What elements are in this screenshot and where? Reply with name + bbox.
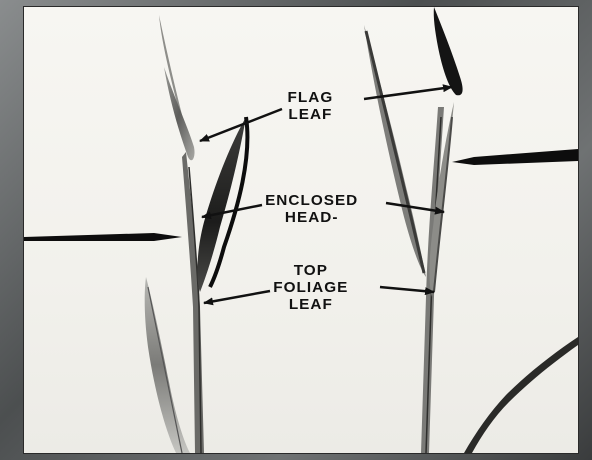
top-foliage-leaf-label-line1: TOP — [273, 262, 348, 279]
right-needle-pointer — [452, 149, 578, 165]
grass-stems-photo: FLAG LEAF ENCLOSED HEAD- TOP FOLIAGE LEA… — [24, 7, 578, 453]
right-crossing-stem — [464, 337, 578, 453]
top-foliage-leaf-label: TOP FOLIAGE LEAF — [273, 262, 348, 313]
pointer-arrow-icon — [204, 291, 270, 303]
grass-illustration — [24, 7, 578, 453]
left-needle-pointer — [24, 233, 182, 241]
enclosed-head-label-line1: ENCLOSED — [265, 192, 358, 209]
top-foliage-leaf-label-line2: FOLIAGE — [273, 279, 348, 296]
flag-leaf-label: FLAG LEAF — [288, 89, 334, 123]
top-foliage-leaf-label-line3: LEAF — [273, 296, 348, 313]
enclosed-head-label: ENCLOSED HEAD- — [265, 192, 358, 226]
right-flag-leaf — [434, 7, 463, 95]
flag-leaf-label-line1: FLAG — [288, 89, 334, 106]
left-flag-leaf — [164, 67, 195, 160]
flag-leaf-label-line2: LEAF — [288, 106, 334, 123]
pointer-arrow-icon — [380, 287, 434, 292]
enclosed-head-label-line2: HEAD- — [265, 209, 358, 226]
